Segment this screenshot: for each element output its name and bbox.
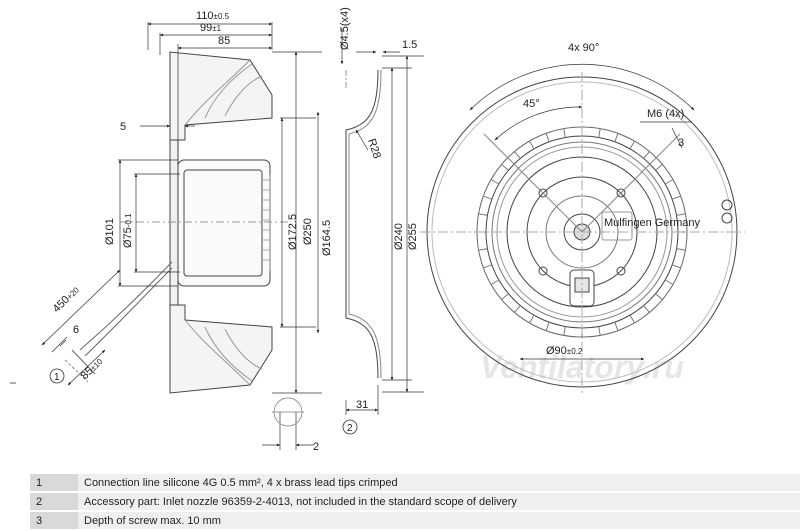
dim-110-tol: ±0.5 <box>214 12 230 21</box>
nozzle-dimensions <box>340 28 424 415</box>
svg-text:Ø90±0.2: Ø90±0.2 <box>546 345 583 357</box>
label-plate-text: Mulfingen Germany <box>604 217 700 229</box>
dim-1-5: 1.5 <box>402 39 417 51</box>
dim-240: Ø240 <box>393 223 405 250</box>
dim-75-tol: -0.1 <box>124 213 133 227</box>
ring-tooth <box>643 305 650 313</box>
legend-number: 2 <box>30 492 78 512</box>
ring-tooth <box>655 164 663 171</box>
ring-tooth <box>514 305 521 313</box>
svg-text:110±0.5: 110±0.5 <box>196 10 230 22</box>
ring-tooth <box>478 248 488 251</box>
dim-r28: R28 <box>365 137 383 160</box>
dim-101: Ø101 <box>104 218 116 245</box>
callout-3: 3 <box>678 137 684 149</box>
ring-tooth <box>483 195 492 200</box>
dim-85: 85 <box>218 35 230 47</box>
legend-text: Accessory part: Inlet nozzle 96359-2-401… <box>78 492 800 512</box>
legend-row: 2 Accessory part: Inlet nozzle 96359-2-4… <box>30 492 800 512</box>
ring-tooth <box>563 128 566 138</box>
dim-99: 99 <box>200 22 212 34</box>
ring-tooth <box>614 133 619 142</box>
ring-tooth <box>545 133 550 142</box>
fan-side-view <box>64 51 290 394</box>
technical-drawing: Ventilatory.ru <box>10 7 745 453</box>
ring-tooth <box>478 213 488 216</box>
angle-45: 45° <box>523 98 540 110</box>
ring-tooth <box>629 140 635 150</box>
svg-text:2: 2 <box>347 423 353 434</box>
callout-1: 1 <box>49 368 65 384</box>
ring-tooth <box>514 151 521 159</box>
dim-5: 5 <box>120 121 126 133</box>
dim-2: 2 <box>313 441 319 453</box>
dim-250: Ø250 <box>302 218 314 245</box>
ring-tooth <box>655 293 663 300</box>
ring-tooth <box>672 264 681 269</box>
ring-tooth <box>676 213 686 216</box>
dim-99-tol: ±1 <box>212 24 221 33</box>
dim-172-5: Ø172.5 <box>287 214 299 250</box>
ring-tooth <box>664 179 674 185</box>
dim-4-5-x4: Ø4.5(x4) <box>339 7 351 50</box>
ring-tooth <box>545 322 550 331</box>
nozzle-dimension-labels: Ø4.5(x4) 1.5 R28 Ø240 Ø255 31 <box>339 7 419 411</box>
ring-tooth <box>501 293 509 300</box>
svg-text:1: 1 <box>54 372 60 383</box>
ring-tooth <box>598 128 601 138</box>
svg-text:85±10: 85±10 <box>79 355 106 382</box>
legend-text: Depth of screw max. 10 mm <box>78 511 800 531</box>
inlet-nozzle-profile <box>345 69 382 379</box>
legend-number: 1 <box>30 474 78 493</box>
ring-tooth <box>483 264 492 269</box>
svg-text:99±1: 99±1 <box>200 22 222 34</box>
angle-4x90: 4x 90° <box>568 42 599 54</box>
dim-110: 110 <box>196 10 214 22</box>
dim-31: 31 <box>356 399 368 411</box>
ring-tooth <box>598 326 601 336</box>
ring-tooth <box>629 314 635 324</box>
dim-164-5: Ø164.5 <box>321 220 333 256</box>
legend-text: Connection line silicone 4G 0.5 mm², 4 x… <box>78 474 800 493</box>
legend-table: 1 Connection line silicone 4G 0.5 mm², 4… <box>30 474 800 531</box>
dim-6: 6 <box>73 324 79 336</box>
side-view-dimensions <box>41 22 322 450</box>
callout-2: 2 <box>342 419 358 435</box>
legend-number: 3 <box>30 511 78 531</box>
legend-row: 3 Depth of screw max. 10 mm <box>30 511 800 531</box>
front-view-dimensions <box>469 63 695 361</box>
side-view-dimension-labels: 110±0.5 99±1 85 5 Ø101 Ø75-0.1 Ø172.5 Ø2… <box>51 10 333 453</box>
dim-m6-4x: M6 (4x) <box>647 108 684 120</box>
ring-tooth <box>490 279 500 285</box>
ring-tooth <box>563 326 566 336</box>
dim-90-tol: ±0.2 <box>567 347 583 356</box>
ring-tooth <box>676 248 686 251</box>
svg-text:450+20: 450+20 <box>51 284 82 315</box>
dim-75: Ø75 <box>122 227 134 248</box>
dim-255: Ø255 <box>407 223 419 250</box>
front-view-dimension-labels: 4x 90° 45° M6 (4x) Ø90±0.2 3 Mulfingen G… <box>523 42 700 357</box>
ring-tooth <box>643 151 650 159</box>
ring-tooth <box>614 322 619 331</box>
ring-tooth <box>672 195 681 200</box>
ring-tooth <box>664 279 674 285</box>
fan-front-view <box>420 72 745 395</box>
ring-tooth <box>490 179 500 185</box>
ring-tooth <box>529 314 535 324</box>
svg-text:Ø75-0.1: Ø75-0.1 <box>122 213 134 248</box>
dim-90: Ø90 <box>546 345 567 357</box>
legend-row: 1 Connection line silicone 4G 0.5 mm², 4… <box>30 474 800 493</box>
ring-tooth <box>501 164 509 171</box>
ring-tooth <box>529 140 535 150</box>
